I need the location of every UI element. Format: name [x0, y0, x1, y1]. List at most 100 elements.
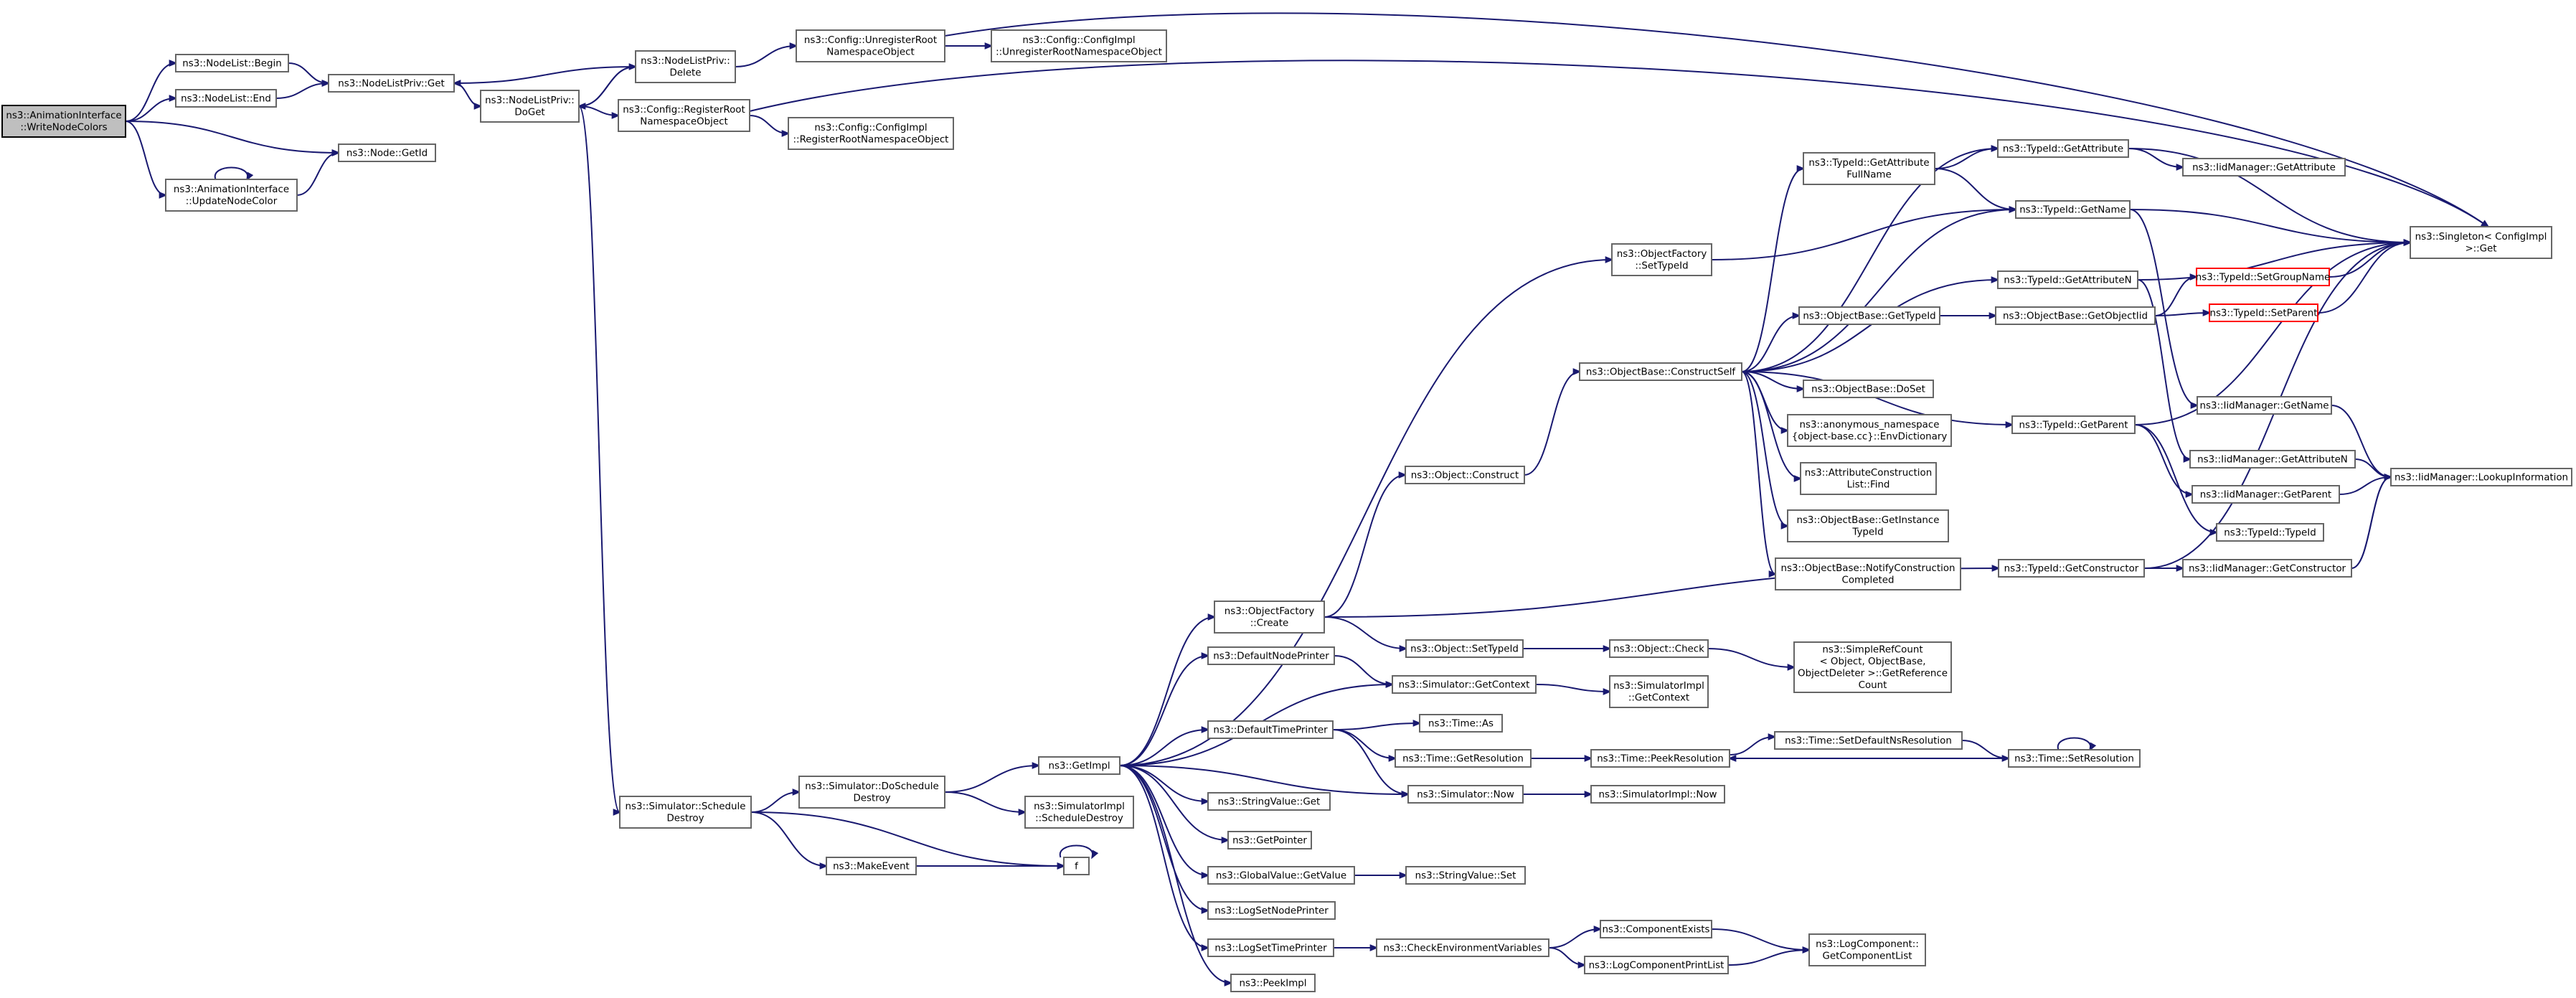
node-logcomp-getlist[interactable]: ns3::LogComponent::GetComponentList	[1808, 933, 1926, 966]
node-check-env[interactable]: ns3::CheckEnvironmentVariables	[1376, 938, 1549, 957]
node-typeid-getparent[interactable]: ns3::TypeId::GetParent	[2011, 415, 2136, 434]
node-nlp-doget[interactable]: ns3::NodeListPriv::DoGet	[480, 90, 580, 123]
node-sched-destroy[interactable]: ns3::Simulator::ScheduleDestroy	[619, 796, 752, 829]
node-box	[2410, 226, 2552, 259]
node-logset-nodeprinter[interactable]: ns3::LogSetNodePrinter	[1207, 901, 1336, 920]
edge-line	[1711, 209, 2016, 260]
node-reg-root[interactable]: ns3::Config::RegisterRootNamespaceObject	[618, 99, 750, 132]
node-typeid-getattrn[interactable]: ns3::TypeId::GetAttributeN	[1997, 270, 2138, 289]
node-peekimpl[interactable]: ns3::PeekImpl	[1230, 974, 1316, 992]
edge-arrowhead	[2005, 421, 2014, 428]
node-iidm-getattrn[interactable]: ns3::IidManager::GetAttributeN	[2189, 450, 2356, 469]
node-objbase-getobjectiid[interactable]: ns3::ObjectBase::GetObjectIid	[1995, 306, 2156, 325]
edge-arrowhead	[331, 149, 341, 156]
node-obj-construct[interactable]: ns3::Object::Construct	[1405, 466, 1525, 484]
node-label: ns3::Singleton< ConfigImpl	[2415, 232, 2547, 243]
edge-arrowhead	[2189, 273, 2199, 281]
node-simplerefcount[interactable]: ns3::SimpleRefCount< Object, ObjectBase,…	[1793, 641, 1952, 693]
node-box	[1609, 639, 1709, 658]
node-nl-end[interactable]: ns3::NodeList::End	[175, 89, 277, 108]
edge-getimpl-to-globalvalue_getvalue	[1119, 765, 1210, 879]
node-anon-envdict[interactable]: ns3::anonymous_namespace{object-base.cc}…	[1787, 414, 1952, 447]
edge-arrowhead	[2202, 309, 2212, 316]
node-nlp-delete[interactable]: ns3::NodeListPriv::Delete	[635, 50, 736, 83]
node-nlp-get[interactable]: ns3::NodeListPriv::Get	[328, 74, 455, 93]
node-box	[1207, 646, 1335, 665]
node-stringvalue-set[interactable]: ns3::StringValue::Set	[1405, 866, 1526, 885]
node-singleton[interactable]: ns3::Singleton< ConfigImpl>::Get	[2410, 226, 2552, 259]
node-component-exists[interactable]: ns3::ComponentExists	[1600, 920, 1712, 938]
node-typeid-setparent[interactable]: ns3::TypeId::SetParent	[2209, 303, 2318, 322]
node-box	[1600, 920, 1712, 938]
node-iidm-getattribute[interactable]: ns3::IidManager::GetAttribute	[2182, 158, 2346, 176]
edge-arrowhead	[2190, 402, 2199, 409]
node-simimpl-getcontext[interactable]: ns3::SimulatorImpl::GetContext	[1609, 675, 1709, 708]
node-obj-check[interactable]: ns3::Object::Check	[1609, 639, 1709, 658]
node-typeid-setgroupname[interactable]: ns3::TypeId::SetGroupName	[2196, 268, 2331, 286]
node-getpointer[interactable]: ns3::GetPointer	[1227, 831, 1312, 849]
node-getimpl[interactable]: ns3::GetImpl	[1038, 756, 1120, 775]
node-simimpl-now[interactable]: ns3::SimulatorImpl::Now	[1590, 785, 1725, 804]
node-time-setresolution[interactable]: ns3::Time::SetResolution	[2008, 749, 2141, 768]
edge-line	[750, 791, 800, 813]
edge-time_setresolution-to-time_setresolution	[2057, 737, 2097, 752]
node-iidm-getparent[interactable]: ns3::IidManager::GetParent	[2192, 485, 2340, 504]
node-iidm-getname[interactable]: ns3::IidManager::GetName	[2197, 396, 2332, 415]
node-logset-timeprinter[interactable]: ns3::LogSetTimePrinter	[1207, 938, 1334, 957]
node-default-node-printer[interactable]: ns3::DefaultNodePrinter	[1207, 646, 1335, 665]
node-sim-getcontext[interactable]: ns3::Simulator::GetContext	[1392, 675, 1537, 694]
node-time-as[interactable]: ns3::Time::As	[1419, 714, 1503, 733]
node-upd-color[interactable]: ns3::AnimationInterface::UpdateNodeColor	[165, 179, 298, 212]
node-label: ns3::ObjectBase::DoSet	[1811, 384, 1925, 395]
node-box	[1609, 675, 1709, 708]
node-objbase-doset[interactable]: ns3::ObjectBase::DoSet	[1803, 380, 1934, 398]
node-iidm-getconstructor[interactable]: ns3::IidManager::GetConstructor	[2182, 559, 2352, 578]
node-time-setdefaultns[interactable]: ns3::Time::SetDefaultNsResolution	[1774, 731, 1963, 750]
edge-objbase_construct_self-to-typeid_getname	[1741, 206, 2018, 372]
node-typeid-getattribute[interactable]: ns3::TypeId::GetAttribute	[1997, 139, 2129, 158]
node-box	[2182, 559, 2352, 578]
node-f[interactable]: f	[1063, 857, 1090, 875]
edge-arrowhead	[1201, 872, 1210, 879]
node-time-peekresolution[interactable]: ns3::Time::PeekResolution	[1590, 749, 1730, 768]
node-logcomp-printlist[interactable]: ns3::LogComponentPrintList	[1584, 956, 1729, 974]
node-simimpl-sched[interactable]: ns3::SimulatorImpl::ScheduleDestroy	[1024, 796, 1134, 829]
node-label: ns3::DefaultNodePrinter	[1213, 651, 1329, 662]
node-unreg-root[interactable]: ns3::Config::UnregisterRootNamespaceObje…	[796, 29, 945, 62]
node-label: ns3::LogSetNodePrinter	[1214, 905, 1329, 916]
edge-time_getresolution-to-time_peekresolution	[1531, 755, 1593, 762]
node-cfgimpl-unreg[interactable]: ns3::Config::ConfigImpl::UnregisterRootN…	[991, 29, 1167, 62]
node-label: ::WriteNodeColors	[20, 123, 107, 133]
node-objbase-gettypeid[interactable]: ns3::ObjectBase::GetTypeId	[1798, 306, 1940, 325]
node-default-time-printer[interactable]: ns3::DefaultTimePrinter	[1207, 720, 1334, 739]
node-obj-settypeid[interactable]: ns3::Object::SetTypeId	[1405, 639, 1524, 658]
node-typeid-typeid[interactable]: ns3::TypeId::TypeId	[2216, 523, 2324, 542]
node-box	[1376, 938, 1549, 957]
node-typeid-getname[interactable]: ns3::TypeId::GetName	[2015, 200, 2131, 219]
node-objbase-construct-self[interactable]: ns3::ObjectBase::ConstructSelf	[1579, 362, 1742, 381]
node-objfactory-settid[interactable]: ns3::ObjectFactory::SetTypeId	[1611, 243, 1712, 276]
node-iidm-lookup[interactable]: ns3::IidManager::LookupInformation	[2390, 468, 2572, 486]
node-sim-now[interactable]: ns3::Simulator::Now	[1407, 785, 1524, 804]
edge-line	[1711, 928, 1810, 951]
node-objbase-notify[interactable]: ns3::ObjectBase::NotifyConstructionCompl…	[1775, 557, 1961, 590]
node-time-getresolution[interactable]: ns3::Time::GetResolution	[1395, 749, 1532, 768]
node-stringvalue-get[interactable]: ns3::StringValue::Get	[1207, 792, 1331, 811]
node-cfgimpl-reg[interactable]: ns3::Config::ConfigImpl::RegisterRootNam…	[788, 117, 954, 150]
node-typeid-getconstructor[interactable]: ns3::TypeId::GetConstructor	[1998, 559, 2145, 578]
edge-arrowhead	[1385, 681, 1395, 688]
node-node-getid[interactable]: ns3::Node::GetId	[338, 143, 436, 162]
edge-line	[2128, 148, 2184, 168]
edge-line	[1729, 736, 1775, 755]
node-nl-begin[interactable]: ns3::NodeList::Begin	[175, 54, 289, 72]
node-make-event[interactable]: ns3::MakeEvent	[826, 857, 917, 875]
node-root[interactable]: ns3::AnimationInterface::WriteNodeColors	[1, 105, 126, 138]
node-globalvalue-getvalue[interactable]: ns3::GlobalValue::GetValue	[1207, 866, 1355, 885]
node-objfactory-create[interactable]: ns3::ObjectFactory::Create	[1214, 601, 1325, 634]
node-label: ::ScheduleDestroy	[1035, 814, 1123, 824]
